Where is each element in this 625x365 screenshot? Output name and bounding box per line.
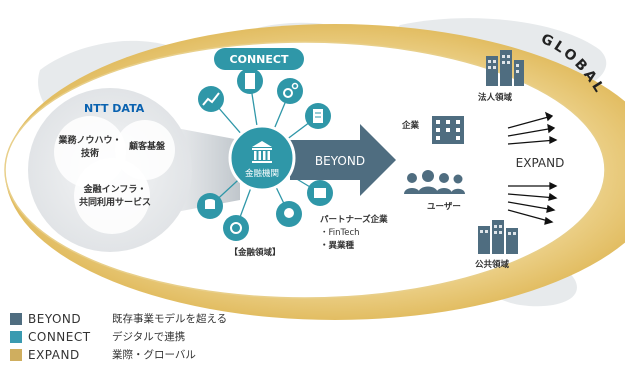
people-icon <box>404 170 465 194</box>
office-building-icon <box>432 116 464 144</box>
legend-beyond-desc: 既存事業モデルを超える <box>112 313 228 325</box>
public-building-icon <box>478 220 518 254</box>
finance-domain-label: 【金融領域】 <box>229 247 280 258</box>
expand-arrows <box>507 111 558 225</box>
inner-ellipse-border <box>4 41 606 299</box>
legend-expand-swatch <box>10 348 22 361</box>
satellite-factory <box>307 180 333 206</box>
satellite-brain <box>276 201 302 227</box>
asset-bubble-3 <box>74 158 150 234</box>
legend-connect-swatch <box>10 330 22 343</box>
asset-customer-base: 顧客基盤 <box>129 140 166 152</box>
chart-icon <box>202 92 220 106</box>
network-icon <box>230 222 242 234</box>
hub-label: 金融機関 <box>245 168 279 179</box>
expand-label: EXPAND <box>516 156 565 170</box>
legend-expand-desc: 業際・グローバル <box>112 349 196 361</box>
enterprise-label: 企業 <box>401 120 420 131</box>
legend-beyond-swatch <box>10 312 22 325</box>
brain-icon <box>284 208 294 218</box>
legend-beyond-key: BEYOND <box>28 311 82 326</box>
building-icon <box>245 73 255 89</box>
connect-pill <box>214 48 304 70</box>
legend-expand: EXPAND 業際・グローバル <box>10 347 196 362</box>
satellite-building <box>237 68 263 94</box>
document-icon <box>313 109 323 123</box>
partner-fintech: ・FinTech <box>320 228 360 238</box>
satellite-gears <box>277 78 303 104</box>
corporate-building-icon <box>486 50 524 86</box>
asset-knowhow: 業務ノウハウ・ <box>57 134 121 146</box>
legend-connect-key: CONNECT <box>28 329 91 344</box>
partner-other-industry: ・異業種 <box>320 240 355 251</box>
user-label: ユーザー <box>427 202 461 212</box>
bank-icon <box>252 141 272 163</box>
legend-connect-desc: デジタルで連携 <box>112 331 186 343</box>
satellite-document <box>305 103 331 129</box>
legend-beyond: BEYOND 既存事業モデルを超える <box>10 311 227 326</box>
asset-infra: 金融インフラ・ <box>83 183 147 195</box>
asset-knowhow-2: 技術 <box>81 147 99 159</box>
gears-icon <box>283 88 293 98</box>
partner-title: パートナーズ企業 <box>320 214 388 225</box>
beyond-label: BEYOND <box>315 154 365 168</box>
legend-connect: CONNECT デジタルで連携 <box>10 329 185 344</box>
beyond-arrow <box>290 124 396 196</box>
factory-icon <box>314 188 326 198</box>
satellite-chart <box>198 86 224 112</box>
satellite-coins <box>197 193 223 219</box>
legend-expand-key: EXPAND <box>28 347 80 362</box>
ntt-data-logo: NTT DATA <box>84 102 145 115</box>
finance-hub <box>228 124 296 192</box>
connect-label: CONNECT <box>230 53 289 66</box>
public-domain-label: 公共領域 <box>475 259 510 270</box>
asset-infra-2: 共同利用サービス <box>79 196 151 208</box>
satellite-network <box>223 215 249 241</box>
corporate-domain-label: 法人領域 <box>478 92 513 103</box>
